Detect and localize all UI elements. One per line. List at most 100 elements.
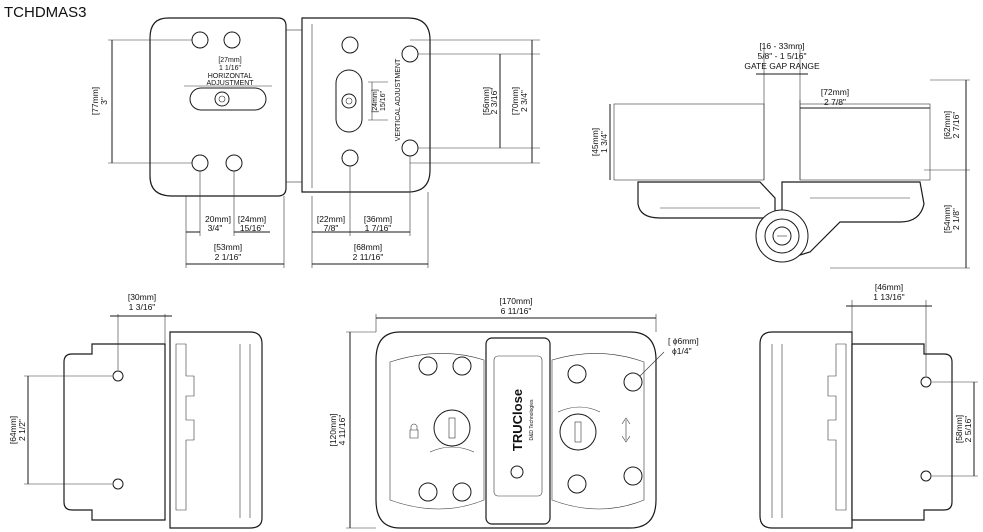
- mounting-hole: [920, 376, 932, 388]
- gate-post-right: [799, 103, 931, 181]
- adjustment-label: ADJUSTMENT: [206, 80, 254, 87]
- horizontal-label: HORIZONTAL: [208, 73, 253, 80]
- mounting-hole: [418, 356, 438, 376]
- adjustment-dial-right: [559, 413, 597, 451]
- mounting-hole: [567, 474, 587, 494]
- dim-label-mm: [46mm]: [875, 282, 903, 292]
- mounting-hole: [223, 31, 241, 49]
- gap-range-label: GATE GAP RANGE: [744, 61, 820, 71]
- drawing-title: TCHDMAS3: [4, 4, 87, 21]
- adjustment-screw: [341, 93, 357, 109]
- adjustment-screw: [214, 91, 230, 107]
- mounting-hole: [418, 482, 438, 502]
- dim-label-in: 3/4": [208, 223, 223, 233]
- dim-label-in: 2 11/16": [353, 252, 384, 262]
- dim-label-in: 6 11/16": [501, 306, 532, 316]
- mounting-hole: [112, 370, 124, 382]
- dim-label-in: 2 3/16": [489, 88, 499, 115]
- mounting-hole: [401, 45, 419, 63]
- dim-label-mm: [22mm]: [317, 214, 345, 224]
- gate-post-left: [613, 103, 765, 181]
- dim-label-mm: 20mm]: [205, 214, 231, 224]
- dim-label-mm: [70mm]: [510, 87, 520, 115]
- adjustment-dial-left: [433, 409, 471, 447]
- dim-label-in: 1 3/16": [129, 302, 156, 312]
- dim-label-in: 2 1/16": [215, 252, 242, 262]
- top-left-view: [27mm] 1 1/16" HORIZONTAL ADJUSTMENT VER…: [90, 17, 540, 268]
- side-body-outline: [759, 331, 853, 529]
- dim-label-mm: [ ϕ6mm]: [668, 336, 699, 346]
- side-body-outline: [169, 331, 263, 529]
- dim-label-mm: [45mm]: [590, 128, 600, 156]
- brand-emblem: [510, 465, 524, 479]
- left-housing-detail: [389, 353, 485, 510]
- dim-label-mm: [24mm]: [238, 214, 266, 224]
- leader-line: [639, 351, 665, 377]
- dim-label-in: 2 1/8": [951, 208, 961, 230]
- right-housing-detail: [551, 353, 645, 510]
- dim-label-in: 1 3/4": [599, 131, 609, 153]
- arrow-icon: [621, 417, 631, 443]
- dim-label-in: 2 1/2": [17, 419, 27, 441]
- dim-label-mm: [72mm]: [821, 87, 849, 97]
- mounting-hole: [341, 149, 359, 167]
- dim-label-mm: [170mm]: [499, 296, 532, 306]
- bottom-right-view: [46mm] 1 13/16" [58mm] 2 5/16": [759, 282, 978, 529]
- dial-slot: [448, 417, 456, 439]
- adjustment-screw-center: [345, 97, 353, 105]
- dim-label-mm: [16 - 33mm]: [759, 41, 804, 51]
- side-body-detail: [175, 343, 195, 511]
- mounting-hole: [341, 36, 359, 54]
- dim-label-in: 3": [99, 97, 109, 105]
- dim-label-mm: [120mm]: [328, 413, 338, 446]
- mounting-hole: [452, 356, 472, 376]
- dim-label-in: 2 7/8": [824, 97, 846, 107]
- hinge-body-right: [781, 181, 925, 259]
- rotation-arc: [429, 446, 475, 453]
- mounting-hole: [452, 482, 472, 502]
- dim-label-in: 15/16": [380, 90, 387, 111]
- dim-label-mm: [53mm]: [214, 242, 242, 252]
- dim-label-in: ϕ1/4": [672, 346, 692, 356]
- mounting-hole: [191, 154, 209, 172]
- dim-label-in: 1 13/16": [873, 292, 904, 302]
- dim-label-mm: [54mm]: [942, 205, 952, 233]
- dim-label-mm: [62mm]: [942, 111, 952, 139]
- dim-label-mm: [64mm]: [8, 416, 18, 444]
- top-right-view: [16 - 33mm] 5/8" - 1 5/16" GATE GAP RANG…: [590, 41, 970, 269]
- dim-label-mm: [27mm]: [218, 57, 241, 64]
- dim-label-in: 2 5/16": [963, 416, 973, 443]
- dim-label-mm: [77mm]: [90, 87, 100, 115]
- dial-slot: [574, 421, 582, 443]
- dim-label-in: 2 7/16": [951, 112, 961, 139]
- dim-label-in: 2 3/4": [519, 90, 529, 112]
- dim-label-mm: [68mm]: [354, 242, 382, 252]
- adjustment-screw-center: [218, 95, 226, 103]
- dim-label-mm: [30mm]: [128, 292, 156, 302]
- brand-subtitle: D&D Technologies: [529, 399, 535, 441]
- right-plate-outline: [301, 17, 431, 193]
- center-spine: [485, 337, 551, 525]
- vertical-label: VERTICAL ADJUSTMENT: [395, 58, 402, 141]
- side-plate-outline: [63, 343, 166, 521]
- mounting-hole: [623, 466, 643, 486]
- dim-label-in: 1 1/16": [219, 65, 241, 72]
- hinge-body-left: [637, 181, 776, 219]
- dim-label-mm: [56mm]: [481, 87, 491, 115]
- mounting-hole: [225, 154, 243, 172]
- brand-logo: TRUClose: [510, 389, 525, 451]
- dim-label-in: 5/8" - 1 5/16": [757, 51, 806, 61]
- dim-label-in: 15/16": [240, 223, 264, 233]
- mounting-hole: [920, 470, 932, 482]
- mounting-hole: [401, 139, 419, 157]
- dim-label-in: 1 7/16": [365, 223, 392, 233]
- mounting-hole: [623, 372, 643, 392]
- mounting-hole: [567, 364, 587, 384]
- bottom-center-view: TRUClose D&D Technologies [170mm] 6 11/1…: [328, 296, 699, 529]
- side-body-detail: [827, 343, 847, 511]
- dim-label-in: 4 11/16": [337, 415, 347, 446]
- dim-label-mm: [24mm]: [372, 89, 379, 112]
- side-plate-outline: [851, 343, 953, 521]
- rotation-arc: [557, 406, 601, 413]
